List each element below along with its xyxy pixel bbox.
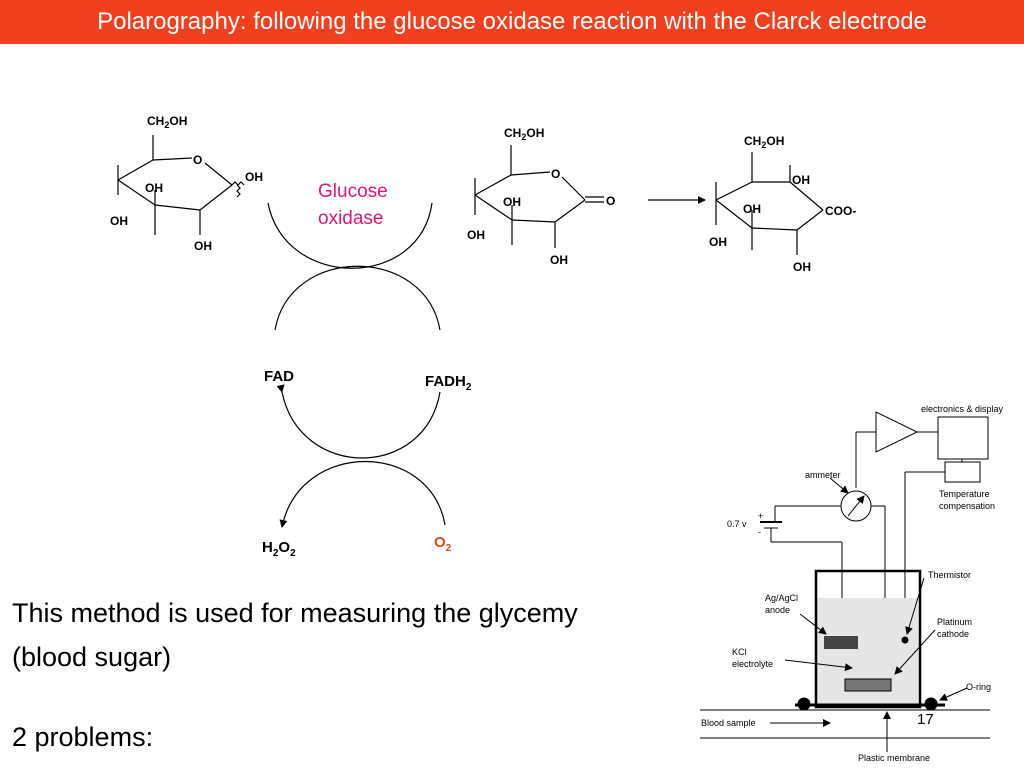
gluconate-structure: [715, 152, 824, 255]
glucose-ch2oh-label: CH2OH: [147, 114, 187, 130]
glucose-ring-bond: [199, 184, 233, 211]
temperature-label-1: Temperature: [939, 489, 990, 499]
cathode-label-2: cathode: [937, 629, 969, 639]
gluconate-oh-label: OH: [793, 260, 811, 274]
glucose-ring-bond: [152, 157, 193, 161]
cycle-arc-lower: [279, 460, 446, 528]
gluconate-oh-label: OH: [792, 173, 810, 187]
electrolyte-label-2: electrolyte: [732, 659, 773, 669]
lactone-ring-bond: [474, 174, 512, 196]
battery-minus-label: -: [758, 527, 761, 537]
body-line-2: (blood sugar): [12, 642, 172, 672]
fadh2-label: FADH2: [425, 373, 472, 393]
membrane-label: Plastic membrane: [858, 753, 930, 763]
electronics-display-box: [937, 416, 989, 460]
glucose-oh-label: OH: [145, 181, 163, 195]
glucose-wavy-bond: [236, 184, 241, 198]
lactone-ring-o-label: O: [551, 167, 560, 181]
glucose-structure: [117, 135, 245, 235]
cycle-arc-top: [267, 202, 433, 269]
h2o2-label: H2O2: [262, 539, 296, 559]
glucose-ring-bond: [117, 179, 156, 206]
glucose-ring-bond: [204, 162, 233, 186]
cathode-label-1: Platinum: [937, 617, 972, 627]
cycle-arc-middle: [276, 384, 441, 459]
glucose-oh-label: OH: [245, 170, 263, 184]
title-bar: [0, 0, 1024, 44]
lactone-structure: [474, 145, 604, 248]
oring-label: O-ring: [966, 682, 991, 692]
amplifier-icon: [875, 411, 919, 453]
glucose-oh-label: OH: [110, 214, 128, 228]
lactone-ring-bond: [561, 176, 586, 201]
glucose-wavy-bond: [231, 181, 245, 186]
lactone-oh-label: OH: [467, 228, 485, 242]
gluconate-chain-bond: [796, 209, 824, 231]
lactone-ch2oh-label: CH2OH: [504, 126, 544, 142]
electrolyte-label-1: KCl: [732, 647, 747, 657]
electrolyte-pointer: [784, 659, 853, 672]
glucose-oh-label: OH: [194, 239, 212, 253]
glucose-ring-bond: [154, 204, 201, 211]
electrode-cell: [814, 569, 922, 709]
gluconate-chain-bond: [715, 199, 753, 229]
cycle-arc-upper: [274, 265, 441, 331]
gluconate-coo-label: COO-: [825, 204, 856, 218]
ammeter-pointer: [829, 477, 849, 494]
blood-sample-label: Blood sample: [701, 718, 756, 728]
lactone-ring-bond: [474, 194, 513, 221]
oring-pointer: [939, 687, 968, 701]
temperature-compensation-box: [944, 461, 981, 483]
thermistor-pointer: [905, 577, 925, 635]
gluconate-oh-label: OH: [709, 235, 727, 249]
lactone-ring-bond: [510, 171, 551, 176]
glucose-ring-o-label: O: [193, 153, 202, 167]
lactone-ring-bond: [554, 199, 586, 223]
voltage-label: 0.7 v: [727, 519, 747, 529]
anode-label-1: Ag/AgCl: [765, 593, 798, 603]
agcl-anode: [824, 636, 858, 649]
lactone-carbonyl-o-label: O: [606, 194, 615, 208]
ammeter-needle: [847, 495, 865, 517]
gluconate-chain-bond: [715, 181, 753, 201]
anode-label-2: anode: [765, 605, 790, 615]
glucose-ring-bond: [117, 159, 154, 181]
page-number: 17: [917, 711, 934, 728]
lactone-oh-label: OH: [503, 195, 521, 209]
anode-pointer: [799, 613, 827, 635]
thermistor-dot: [901, 636, 909, 644]
o-ring-left: [797, 697, 811, 711]
gluconate-oh-label: OH: [743, 202, 761, 216]
o-ring-right: [924, 697, 938, 711]
lactone-ring-bond: [511, 219, 556, 223]
fad-label: FAD: [264, 368, 294, 385]
enzyme-label-line2: oxidase: [318, 208, 384, 229]
lactone-oh-label: OH: [550, 253, 568, 267]
thermistor-label: Thermistor: [928, 570, 971, 580]
temperature-label-2: compensation: [939, 501, 995, 511]
o2-label: O2: [434, 534, 452, 554]
battery-plus-label: +: [758, 511, 763, 521]
clark-electrode-diagram: [700, 411, 990, 752]
gluconate-ch2oh-label: CH2OH: [744, 134, 784, 150]
gluconate-chain-bond: [789, 181, 824, 211]
slide-title: Polarography: following the glucose oxid…: [97, 8, 927, 35]
gluconate-chain-bond: [751, 227, 798, 231]
body-line-3: 2 problems:: [12, 722, 154, 752]
body-line-1: This method is used for measuring the gl…: [12, 598, 578, 628]
cathode-pointer: [894, 629, 936, 675]
enzyme-label-line1: Glucose: [318, 181, 388, 202]
electronics-label: electronics & display: [921, 404, 1004, 414]
ammeter-label: ammeter: [805, 470, 841, 480]
platinum-cathode: [844, 678, 892, 692]
